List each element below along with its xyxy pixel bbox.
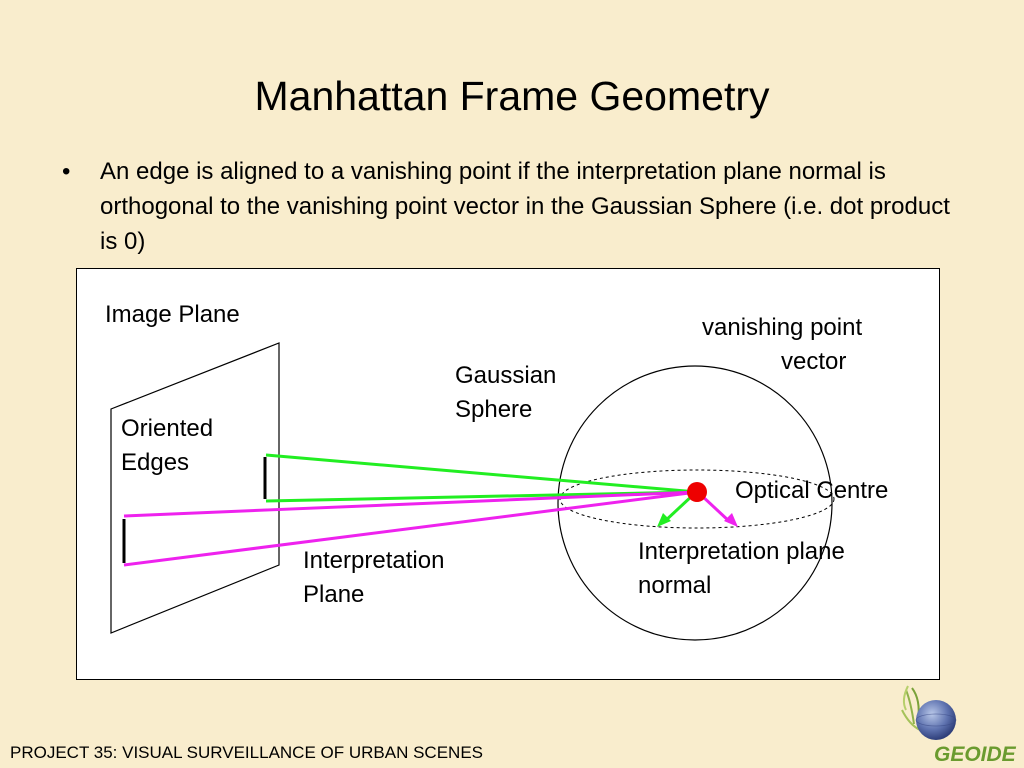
slide-title: Manhattan Frame Geometry	[254, 73, 770, 119]
label-gaussian-sphere-line1: Gaussian	[455, 362, 557, 389]
label-interpretation-plane-line1: Interpretation	[303, 547, 445, 574]
green-plane-line-bottom	[265, 490, 698, 503]
bullet-text: An edge is aligned to a vanishing point …	[100, 158, 950, 255]
bullet-dot-icon: •	[62, 158, 71, 185]
geoide-logo-icon	[901, 685, 957, 740]
gaussian-sphere-circle	[557, 365, 833, 641]
label-oriented-edges-line2: Edges	[121, 449, 190, 476]
label-optical-centre: Optical Centre	[735, 477, 889, 504]
label-gaussian-sphere-line2: Sphere	[455, 396, 533, 423]
green-normal-arrow	[662, 493, 695, 524]
label-interpretation-normal-line2: normal	[638, 572, 712, 599]
optical-centre-dot	[687, 482, 707, 502]
magenta-plane-line-bottom	[123, 490, 698, 567]
footer-project-text: PROJECT 35: VISUAL SURVEILLANCE OF URBAN…	[10, 743, 483, 762]
magenta-normal-arrow	[699, 493, 732, 524]
image-plane-shape	[110, 342, 280, 634]
diagram-drawing	[110, 342, 835, 641]
label-interpretation-plane-line2: Plane	[303, 581, 365, 608]
magenta-normal-arrowhead	[724, 513, 738, 527]
geoide-logo-text: GEOIDE	[934, 743, 1016, 766]
manhattan-frame-diagram: Image Plane Oriented Edges Gaussian Sphe…	[76, 268, 940, 680]
green-normal-arrowhead	[657, 513, 671, 527]
label-interpretation-normal-line1: Interpretation plane	[638, 538, 845, 565]
green-plane-line-top	[265, 453, 698, 494]
magenta-plane-line-top	[123, 490, 698, 518]
label-vanishing-point-line2: vector	[781, 348, 847, 375]
label-image-plane: Image Plane	[105, 301, 240, 328]
label-vanishing-point-line1: vanishing point	[702, 314, 863, 341]
label-oriented-edges-line1: Oriented	[121, 415, 214, 442]
